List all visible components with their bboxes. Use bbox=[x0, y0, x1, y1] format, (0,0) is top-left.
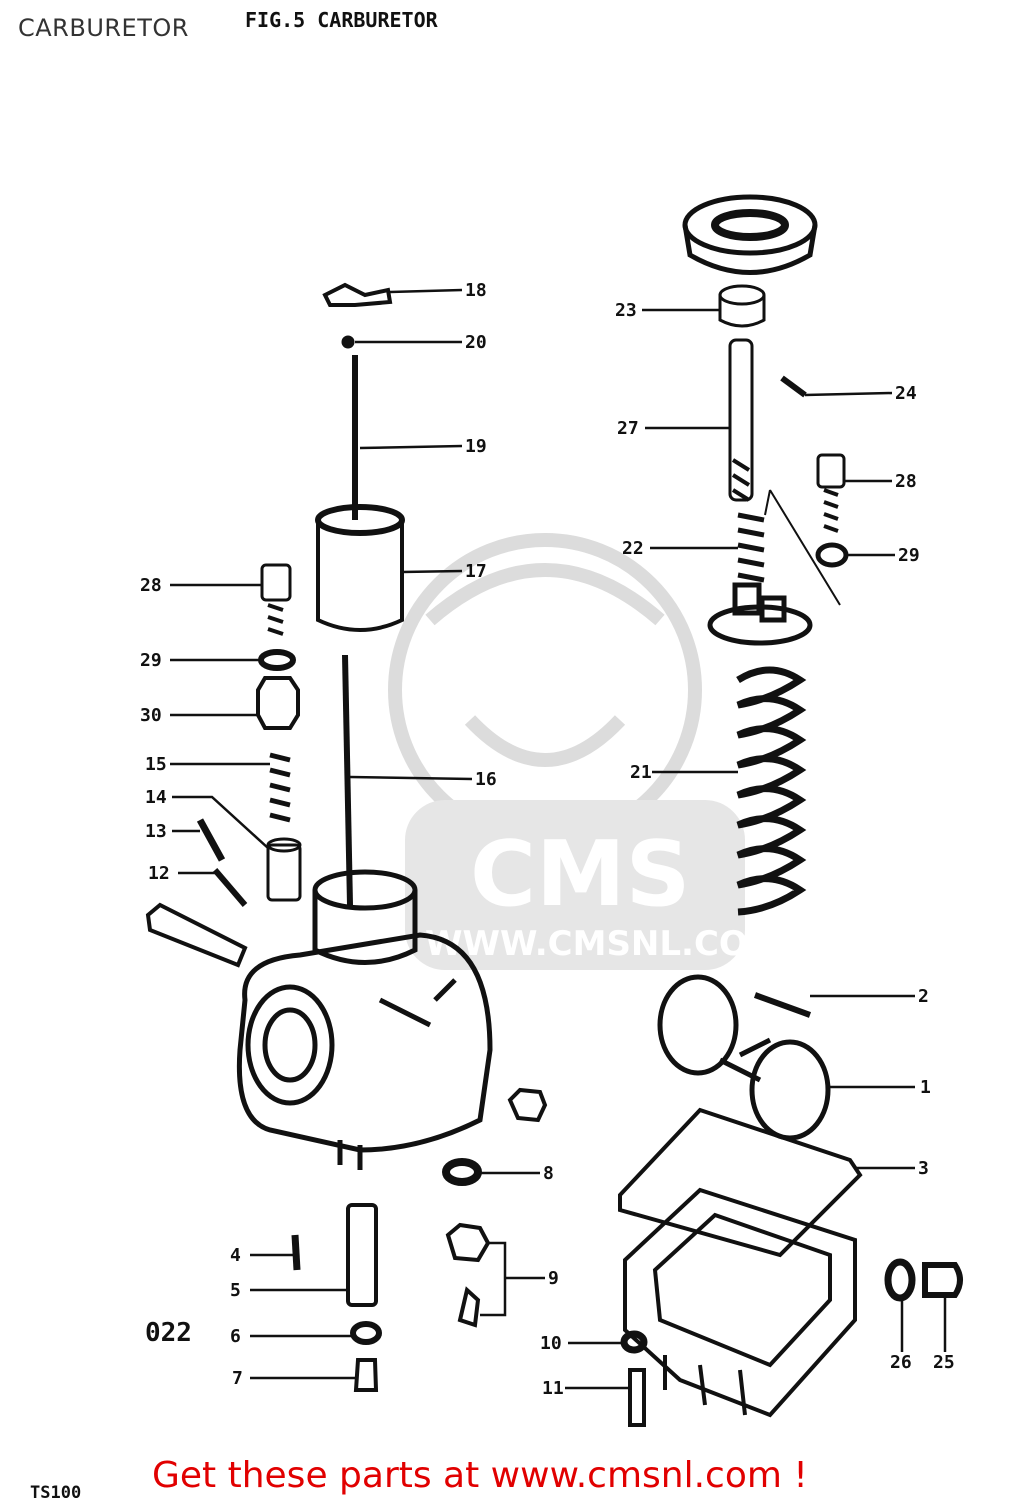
part-5-main-jet-holder bbox=[346, 1203, 378, 1307]
part-24-pin bbox=[780, 375, 807, 398]
watermark-url: WWW.CMSNL.COM bbox=[425, 924, 782, 964]
part-23-seal bbox=[718, 284, 766, 328]
part-29-washer-right bbox=[815, 542, 849, 568]
callout-1: 1 bbox=[920, 1077, 931, 1098]
callout-3: 3 bbox=[918, 1158, 929, 1179]
part-11-bolt bbox=[628, 1368, 646, 1427]
part-9-float-needle bbox=[445, 1222, 491, 1328]
model-code: TS100 bbox=[30, 1483, 82, 1503]
mixing-chamber-cap bbox=[682, 194, 818, 275]
part-26-washer bbox=[884, 1258, 916, 1302]
callout-13: 13 bbox=[145, 821, 167, 842]
callout-11: 11 bbox=[542, 1378, 564, 1399]
part-28-screw-left bbox=[260, 563, 292, 636]
callout-27: 27 bbox=[617, 418, 639, 439]
callout-22: 22 bbox=[622, 538, 644, 559]
callout-25: 25 bbox=[933, 1352, 955, 1373]
callout-16: 16 bbox=[475, 769, 497, 790]
callout-30: 30 bbox=[140, 705, 162, 726]
callout-15: 15 bbox=[145, 754, 167, 775]
float-chamber bbox=[623, 1187, 857, 1418]
callout-26: 26 bbox=[890, 1352, 912, 1373]
reference-code: 022 bbox=[145, 1318, 192, 1348]
callout-5: 5 bbox=[230, 1280, 241, 1301]
part-20-ring bbox=[341, 335, 355, 349]
callout-10: 10 bbox=[540, 1333, 562, 1354]
part-2-float-pin bbox=[753, 992, 812, 1018]
callout-28-left: 28 bbox=[140, 575, 162, 596]
callout-21: 21 bbox=[630, 762, 652, 783]
leader-lines bbox=[170, 288, 947, 1390]
callout-9: 9 bbox=[548, 1268, 559, 1289]
watermark-brand: CMS bbox=[470, 822, 690, 927]
part-8-washer bbox=[442, 1158, 482, 1186]
callout-20: 20 bbox=[465, 332, 487, 353]
callout-2: 2 bbox=[918, 986, 929, 1007]
page-title: CARBURETOR bbox=[18, 14, 189, 42]
part-18-clip bbox=[322, 282, 393, 307]
callout-4: 4 bbox=[230, 1245, 241, 1266]
part-16-needle-jet bbox=[342, 654, 353, 906]
callout-28-right: 28 bbox=[895, 471, 917, 492]
part-13-pilot-screw bbox=[196, 818, 226, 862]
part-1-float bbox=[657, 974, 831, 1141]
part-3-gasket bbox=[618, 1107, 863, 1258]
callout-19: 19 bbox=[465, 436, 487, 457]
part-6-washer bbox=[350, 1321, 382, 1345]
callout-29-right: 29 bbox=[898, 545, 920, 566]
part-12-spring bbox=[212, 868, 248, 907]
callout-7: 7 bbox=[232, 1368, 243, 1389]
part-30-starter-plunger-nut bbox=[256, 676, 300, 730]
callout-17: 17 bbox=[465, 561, 487, 582]
part-27-cable-adjuster bbox=[728, 338, 754, 502]
figure-title: FIG.5 CARBURETOR bbox=[245, 8, 438, 32]
part-14-plunger bbox=[266, 837, 302, 902]
part-25-drain-plug bbox=[922, 1262, 963, 1298]
callout-18: 18 bbox=[465, 280, 487, 301]
part-28-screw-right bbox=[816, 453, 846, 533]
cta-link[interactable]: Get these parts at www.cmsnl.com ! bbox=[152, 1455, 808, 1496]
carburetor-body bbox=[236, 869, 493, 1170]
callout-14: 14 bbox=[145, 787, 167, 808]
callout-12: 12 bbox=[148, 863, 170, 884]
part-22-spring bbox=[737, 512, 765, 583]
callout-24: 24 bbox=[895, 383, 917, 404]
callout-6: 6 bbox=[230, 1326, 241, 1347]
callout-29-left: 29 bbox=[140, 650, 162, 671]
part-21-throttle-spring bbox=[736, 666, 807, 916]
part-nut bbox=[507, 1087, 548, 1123]
part-17-throttle-valve bbox=[315, 504, 405, 632]
part-4-screw bbox=[291, 1234, 301, 1271]
part-15-spring bbox=[269, 752, 291, 823]
callout-8: 8 bbox=[543, 1163, 554, 1184]
mixing-chamber-top bbox=[707, 582, 813, 646]
watermark-badge bbox=[405, 800, 745, 970]
part-10-washer bbox=[620, 1330, 648, 1354]
watermark-mascot bbox=[388, 533, 702, 847]
callout-23: 23 bbox=[615, 300, 637, 321]
part-7-main-jet bbox=[353, 1358, 379, 1392]
intake-bolt bbox=[145, 902, 248, 968]
part-29-washer-left bbox=[258, 649, 296, 671]
